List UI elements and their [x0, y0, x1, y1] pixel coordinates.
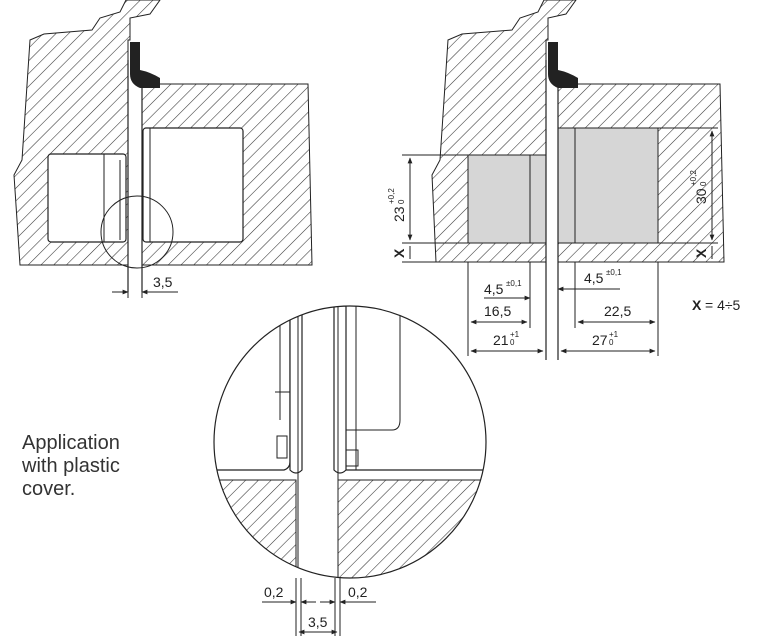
left-detail-circle	[100, 195, 174, 269]
right-total-tol-upper: +1	[609, 330, 619, 339]
left-offset-value: 4,5	[484, 281, 504, 297]
left-total-value: 21	[493, 332, 509, 348]
right-total-tol-lower: 0	[609, 338, 614, 347]
height-left-tol-lower: 0	[397, 199, 406, 204]
right-top-hook	[548, 42, 578, 88]
left-section-drawing: 3,5	[13, 0, 313, 298]
height-right-tol-lower: 0	[699, 181, 708, 186]
detail-right-clearance: 0,2	[348, 584, 368, 600]
right-section-drawing: 23 +0,2 0 X 30 +0,2 0 X 4,5 ±0,1 4,5 ±0,…	[387, 0, 741, 360]
detail-gap-dimension: 3,5	[308, 614, 328, 630]
detail-circle-outline	[213, 305, 487, 579]
left-total-tol-upper: +1	[510, 330, 520, 339]
left-depth-value: 16,5	[484, 303, 511, 319]
left-top-hook	[130, 42, 160, 88]
right-offset-tol: ±0,1	[606, 268, 622, 277]
right-pocket-right	[557, 127, 659, 244]
x-formula-label: X	[692, 297, 702, 313]
x-formula-value: = 4÷5	[705, 297, 741, 313]
right-total-value: 27	[592, 332, 608, 348]
caption-line-3: cover.	[22, 478, 76, 500]
x-label-right: X	[693, 248, 709, 258]
x-label-left: X	[391, 248, 407, 258]
height-left-value: 23	[391, 206, 407, 222]
height-right-tol-upper: +0,2	[689, 170, 698, 186]
caption-line-2: with plastic	[22, 455, 120, 477]
right-offset-value: 4,5	[584, 270, 604, 286]
application-caption: Application with plastic cover.	[22, 432, 172, 501]
right-pocket-left	[467, 154, 547, 244]
left-total-tol-lower: 0	[510, 338, 515, 347]
left-gap-dimension: 3,5	[153, 274, 173, 290]
caption-line-1: Application	[22, 432, 120, 454]
left-gap-channel	[128, 60, 142, 290]
detail-view: 0,2 0,2 3,5	[213, 305, 487, 636]
left-hinge-body-a	[47, 153, 127, 243]
left-offset-tol: ±0,1	[506, 279, 522, 288]
left-hinge-body-b	[142, 127, 244, 243]
detail-floor-left	[214, 479, 297, 578]
right-depth-value: 22,5	[604, 303, 631, 319]
detail-left-clearance: 0,2	[264, 584, 284, 600]
height-left-tol-upper: +0,2	[387, 188, 396, 204]
height-right-value: 30	[693, 188, 709, 204]
